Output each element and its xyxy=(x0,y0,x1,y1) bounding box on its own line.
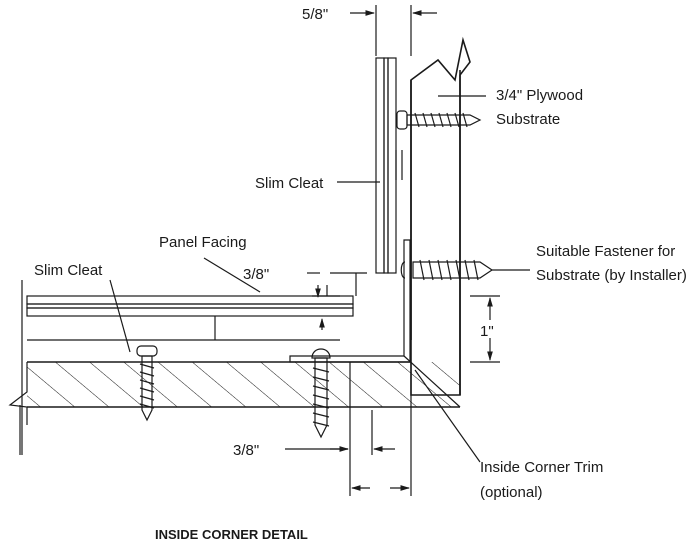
horizontal-panel-facing xyxy=(26,295,354,341)
trim-label-line2: (optional) xyxy=(480,484,543,501)
screw-horizontal-right xyxy=(311,348,331,439)
dim-top-label: 5/8" xyxy=(302,6,328,23)
inside-corner-trim xyxy=(289,239,461,408)
fastener-label-line2: Substrate (by Installer) xyxy=(536,267,687,284)
dimension-one-inch: 1" xyxy=(470,295,500,363)
plywood-label-line2: Substrate xyxy=(496,111,560,128)
fastener-label-line1: Suitable Fastener for xyxy=(536,243,675,260)
screw-vertical-bottom xyxy=(400,259,494,281)
vertical-slim-cleat xyxy=(375,57,403,274)
horizontal-plywood-substrate xyxy=(8,280,460,455)
diagram-title: INSIDE CORNER DETAIL xyxy=(155,527,308,542)
trim-label-line1: Inside Corner Trim xyxy=(480,459,603,476)
dim-bottom-label: 3/8" xyxy=(233,442,259,459)
vertical-plywood-substrate xyxy=(410,36,471,396)
dim-one-inch-label: 1" xyxy=(480,323,494,340)
slim-cleat-vertical-label: Slim Cleat xyxy=(255,175,324,192)
slim-cleat-horizontal-label: Slim Cleat xyxy=(34,262,103,279)
screw-vertical-top xyxy=(396,110,482,130)
dim-mid-label: 3/8" xyxy=(243,266,269,283)
plywood-label-line1: 3/4" Plywood xyxy=(496,87,583,104)
panel-facing-label: Panel Facing xyxy=(159,234,247,251)
dimension-mid-3-8: 3/8" xyxy=(243,266,367,330)
leader-lines xyxy=(109,95,530,463)
dimension-top-5-8: 5/8" xyxy=(302,5,437,56)
dimension-bottom-3-8: 3/8" xyxy=(233,362,412,496)
screw-horizontal-left xyxy=(136,345,158,422)
